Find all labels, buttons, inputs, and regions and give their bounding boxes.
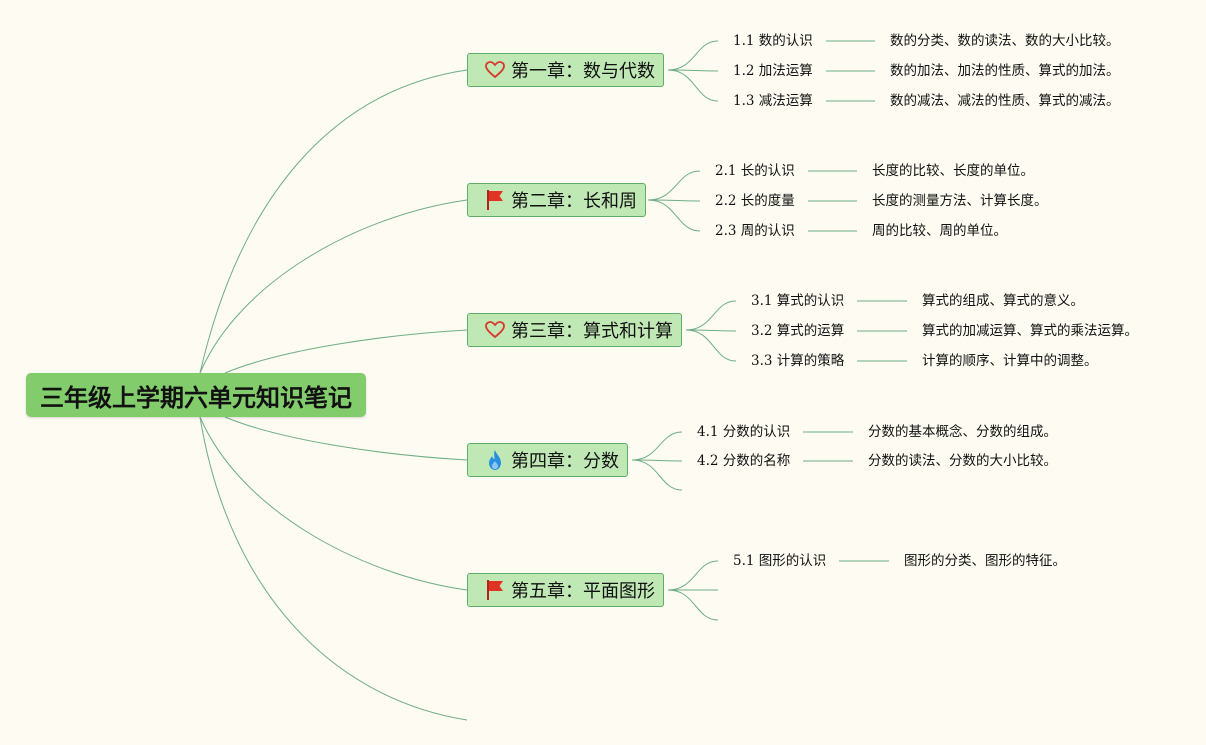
topic-5-1-desc: 图形的分类、图形的特征。 (904, 553, 1066, 569)
chapter-3-node[interactable]: 第三章：算式和计算 (467, 313, 682, 347)
chapter-4-branch-2 (631, 459, 683, 462)
topic-3-1[interactable]: 3.1 算式的认识 (751, 293, 845, 309)
chapter-4-branch-1 (631, 431, 683, 461)
chapter-1-branch-3 (667, 69, 719, 102)
topic-1-1[interactable]: 1.1 数的认识 (733, 33, 813, 49)
heart-icon (484, 59, 506, 81)
chapter-2-branch-1 (647, 170, 701, 201)
chapter-3-branch-2 (685, 329, 737, 332)
topic-3-3-desc: 计算的顺序、计算中的调整。 (922, 353, 1098, 369)
fire-icon (484, 449, 506, 471)
topic-4-2[interactable]: 4.2 分数的名称 (697, 453, 791, 469)
topic-3-2[interactable]: 3.2 算式的运算 (751, 323, 845, 339)
chapter-1-node[interactable]: 第一章：数与代数 (467, 53, 664, 87)
root-to-empty-branch-line (199, 416, 468, 721)
heart-icon (484, 319, 506, 341)
chapter-1-branch-2 (667, 69, 719, 72)
root-node[interactable]: 三年级上学期六单元知识笔记 (26, 373, 366, 417)
root-to-chapter-3-line (224, 329, 468, 374)
topic-1-2-desc: 数的加法、加法的性质、算式的加法。 (890, 63, 1120, 79)
topic-3-2-desc: 算式的加减运算、算式的乘法运算。 (922, 323, 1138, 339)
topic-1-3-desc: 数的减法、减法的性质、算式的减法。 (890, 93, 1120, 109)
chapter-4-branch-3 (631, 459, 683, 491)
chapter-2-branch-3 (647, 199, 701, 232)
topic-3-3[interactable]: 3.3 计算的策略 (751, 353, 845, 369)
chapter-2-label: 第二章：长和周 (511, 191, 637, 212)
root-to-chapter-1-line (199, 69, 468, 374)
chapter-2-branch-2 (647, 199, 701, 202)
topic-2-3-desc: 周的比较、周的单位。 (872, 223, 1007, 239)
topic-1-2[interactable]: 1.2 加法运算 (733, 63, 813, 79)
chapter-5-branch-3 (667, 589, 719, 621)
chapter-5-label: 第五章：平面图形 (511, 581, 655, 602)
topic-3-1-desc: 算式的组成、算式的意义。 (922, 293, 1084, 309)
topic-2-1-desc: 长度的比较、长度的单位。 (872, 163, 1034, 179)
chapter-4-label: 第四章：分数 (511, 451, 619, 472)
root-label: 三年级上学期六单元知识笔记 (40, 383, 352, 412)
red-flag-icon (484, 189, 506, 211)
chapter-4-node[interactable]: 第四章：分数 (467, 443, 628, 477)
chapter-5-branch-1 (667, 560, 719, 591)
topic-1-1-desc: 数的分类、数的读法、数的大小比较。 (890, 33, 1120, 49)
chapter-3-label: 第三章：算式和计算 (511, 321, 673, 342)
topic-5-1[interactable]: 5.1 图形的认识 (733, 553, 827, 569)
red-flag-icon (484, 579, 506, 601)
topic-2-2[interactable]: 2.2 长的度量 (715, 193, 795, 209)
chapter-1-branch-1 (667, 40, 719, 71)
topic-4-1[interactable]: 4.1 分数的认识 (697, 424, 791, 440)
topic-2-3[interactable]: 2.3 周的认识 (715, 223, 795, 239)
root-to-chapter-5-line (199, 416, 468, 591)
root-to-chapter-2-line (199, 199, 468, 374)
topic-4-1-desc: 分数的基本概念、分数的组成。 (868, 424, 1057, 440)
chapter-3-branch-3 (685, 329, 737, 362)
chapter-1-label: 第一章：数与代数 (511, 61, 655, 82)
topic-4-2-desc: 分数的读法、分数的大小比较。 (868, 453, 1057, 469)
topic-2-1[interactable]: 2.1 长的认识 (715, 163, 795, 179)
topic-2-2-desc: 长度的测量方法、计算长度。 (872, 193, 1048, 209)
topic-1-3[interactable]: 1.3 减法运算 (733, 93, 813, 109)
chapter-5-node[interactable]: 第五章：平面图形 (467, 573, 664, 607)
chapter-3-branch-1 (685, 300, 737, 331)
chapter-2-node[interactable]: 第二章：长和周 (467, 183, 646, 217)
root-to-chapter-4-line (224, 416, 468, 461)
